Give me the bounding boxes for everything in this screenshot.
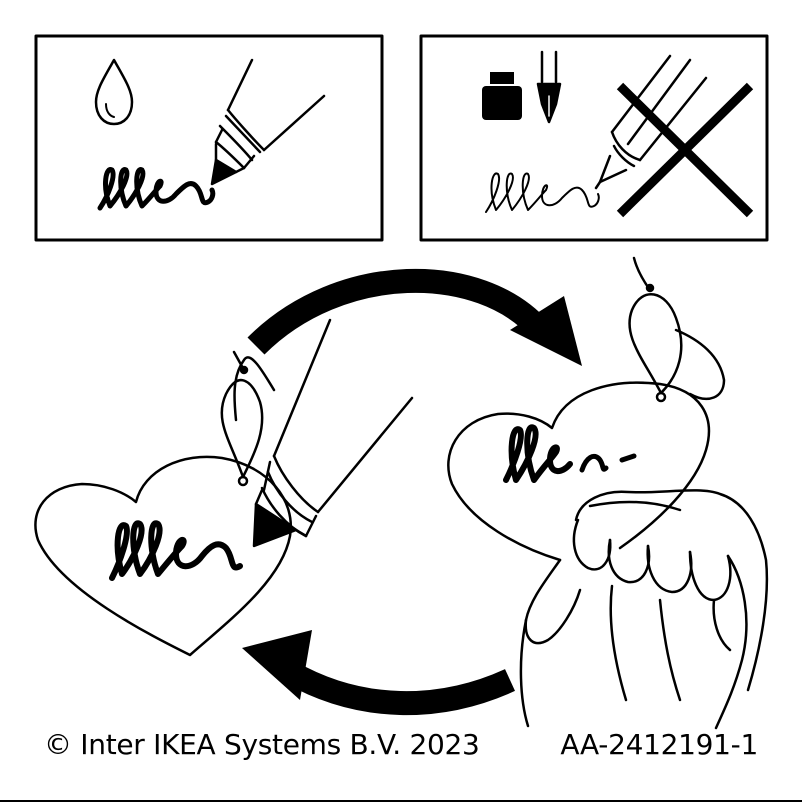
bottom-divider (0, 800, 802, 802)
ballpoint-pen-icon (594, 54, 708, 190)
handwriting-icon (109, 520, 243, 581)
ink-bottle-icon (482, 72, 522, 120)
wiping-hand-icon (519, 489, 769, 730)
article-code: AA-2412191-1 (560, 728, 758, 761)
handwriting-icon (485, 172, 600, 213)
correct-pen-panel (34, 34, 384, 242)
handwriting-icon (503, 424, 573, 483)
marker-pen-icon (252, 318, 414, 548)
handwriting-icon (97, 167, 216, 211)
marker-pen-icon (210, 58, 326, 186)
cross-icon (616, 82, 754, 218)
fountain-pen-icon (536, 50, 562, 124)
heart-tag-icon (34, 350, 293, 657)
incorrect-pen-panel (419, 34, 769, 242)
cycle-arrow-icon (242, 630, 515, 715)
copyright-notice: © Inter IKEA Systems B.V. 2023 (44, 728, 480, 761)
cycle-arrow-icon (247, 268, 582, 366)
water-drop-icon (94, 58, 134, 126)
heart-tag-icon (447, 256, 726, 562)
